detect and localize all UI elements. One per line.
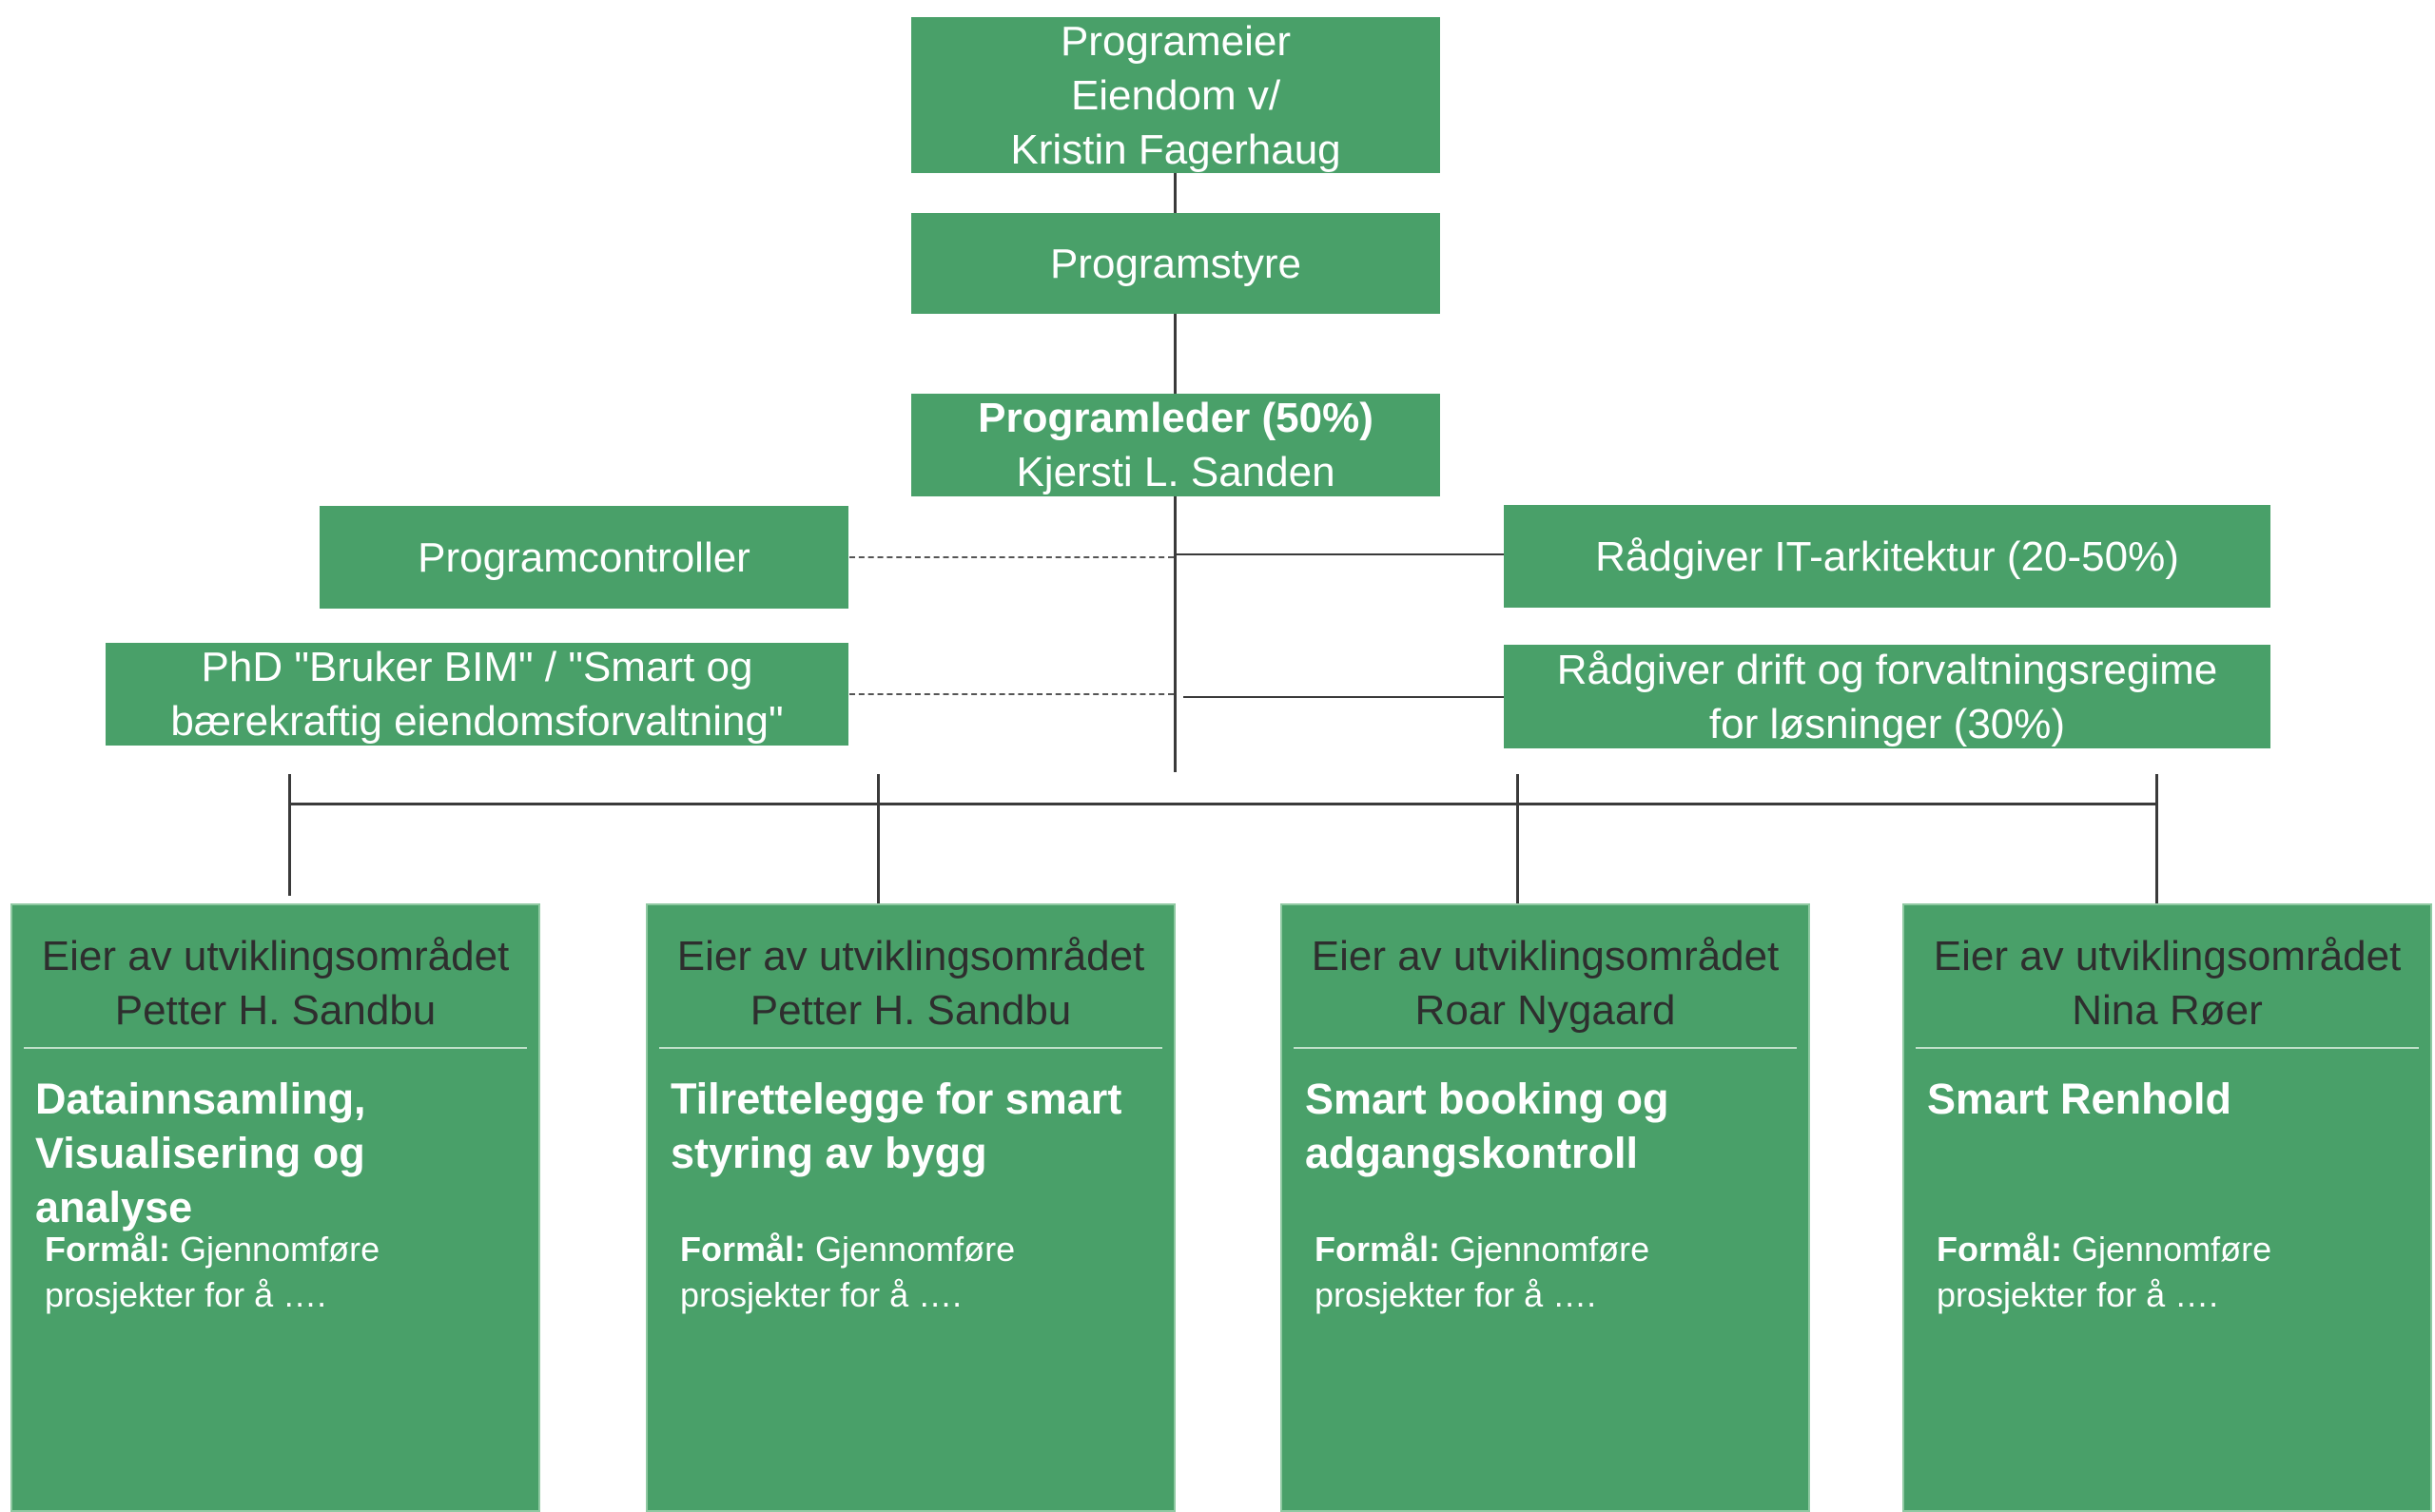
area-purpose-text-1: Gjennomføre	[1440, 1230, 1650, 1269]
area-title: Smart Renhold	[1904, 1049, 2430, 1180]
ops-advisor-box: Rådgiver drift og forvaltningsregime for…	[1504, 645, 2270, 748]
area-purpose: Formål: Gjennomføre prosjekter for å ….	[648, 1227, 1174, 1318]
phd-line-2: bærekraftig eiendomsforvaltning"	[170, 698, 784, 745]
area-purpose-text-2: prosjekter for å ….	[45, 1275, 327, 1314]
area-title-line-2: Visualisering og analyse	[35, 1129, 365, 1231]
area-purpose-text-2: prosjekter for å ….	[1315, 1275, 1597, 1314]
program-owner-box: Programeier Eiendom v/ Kristin Fagerhaug	[911, 17, 1440, 173]
development-area-4: Eier av utviklingsområdet Nina Røer Smar…	[1902, 903, 2432, 1512]
area-title-line-2: adgangskontroll	[1305, 1129, 1639, 1177]
area-purpose-label: Formål:	[1315, 1230, 1441, 1269]
ops-advisor-line-2: for løsninger (30%)	[1708, 700, 2066, 747]
ops-advisor-line-1: Rådgiver drift og forvaltningsregime	[1556, 646, 2218, 693]
area-owner-label: Eier av utviklingsområdet	[1311, 933, 1780, 979]
area-divider	[24, 1047, 527, 1049]
area-divider	[1294, 1047, 1797, 1049]
area-purpose: Formål: Gjennomføre prosjekter for å ….	[12, 1227, 538, 1318]
program-board-label: Programstyre	[1049, 240, 1302, 287]
area-title: Datainnsamling, Visualisering og analyse	[12, 1049, 538, 1234]
area-owner-label: Eier av utviklingsområdet	[676, 933, 1145, 979]
area-title-line-1: Smart Renhold	[1927, 1075, 2232, 1123]
area-divider	[1916, 1047, 2419, 1049]
phd-box: PhD "Bruker BIM" / "Smart og bærekraftig…	[106, 643, 848, 746]
connector-horizontal-bus	[289, 803, 2158, 805]
connector-area-2	[877, 774, 880, 903]
area-purpose: Formål: Gjennomføre prosjekter for å ….	[1904, 1227, 2430, 1318]
connector-area-4	[2155, 774, 2158, 903]
area-purpose: Formål: Gjennomføre prosjekter for å ….	[1282, 1227, 1808, 1318]
development-area-2: Eier av utviklingsområdet Petter H. Sand…	[646, 903, 1176, 1512]
area-purpose-text-1: Gjennomføre	[2062, 1230, 2272, 1269]
area-purpose-text-1: Gjennomføre	[170, 1230, 380, 1269]
area-title-line-1: Datainnsamling,	[35, 1075, 366, 1123]
it-advisor-label: Rådgiver IT-arkitektur (20-50%)	[1595, 533, 2179, 580]
area-title-line-2	[1927, 1126, 2407, 1180]
area-title-line-1: Smart booking og	[1305, 1075, 1669, 1123]
area-owner: Eier av utviklingsområdet Roar Nygaard	[1282, 905, 1808, 1037]
area-owner-label: Eier av utviklingsområdet	[41, 933, 510, 979]
area-divider	[659, 1047, 1162, 1049]
program-leader-name: Kjersti L. Sanden	[1016, 449, 1335, 495]
program-owner-line-2: Eiendom v/	[1070, 71, 1281, 119]
area-purpose-label: Formål:	[1937, 1230, 2063, 1269]
phd-line-1: PhD "Bruker BIM" / "Smart og	[201, 644, 753, 690]
connector-area-1	[288, 774, 291, 896]
program-controller-box: Programcontroller	[320, 506, 848, 609]
program-board-box: Programstyre	[911, 213, 1440, 314]
area-owner: Eier av utviklingsområdet Petter H. Sand…	[648, 905, 1174, 1037]
connector-it-advisor	[1176, 553, 1504, 555]
area-title: Smart booking og adgangskontroll	[1282, 1049, 1808, 1180]
area-owner-name: Petter H. Sandbu	[114, 987, 437, 1034]
dashed-connector-controller	[849, 556, 1174, 558]
it-advisor-box: Rådgiver IT-arkitektur (20-50%)	[1504, 505, 2270, 608]
area-owner: Eier av utviklingsområdet Petter H. Sand…	[12, 905, 538, 1037]
connector-owner-board	[1174, 173, 1177, 213]
development-area-1: Eier av utviklingsområdet Petter H. Sand…	[10, 903, 540, 1512]
area-purpose-label: Formål:	[680, 1230, 807, 1269]
area-title-line-1: Tilrettelegge for smart	[671, 1075, 1122, 1123]
connector-area-3	[1516, 774, 1519, 903]
area-owner-name: Roar Nygaard	[1414, 987, 1676, 1034]
area-purpose-text-2: prosjekter for å ….	[680, 1275, 963, 1314]
area-owner-name: Petter H. Sandbu	[750, 987, 1072, 1034]
program-controller-label: Programcontroller	[418, 533, 750, 581]
area-owner-name: Nina Røer	[2072, 987, 2263, 1034]
area-title-line-2: styring av bygg	[671, 1129, 987, 1177]
development-area-3: Eier av utviklingsområdet Roar Nygaard S…	[1280, 903, 1810, 1512]
program-leader-title: Programleder (50%)	[978, 395, 1373, 441]
area-purpose-label: Formål:	[45, 1230, 171, 1269]
area-owner-label: Eier av utviklingsområdet	[1933, 933, 2402, 979]
program-owner-line-3: Kristin Fagerhaug	[1010, 126, 1341, 173]
program-leader-box: Programleder (50%) Kjersti L. Sanden	[911, 394, 1440, 496]
connector-ops-advisor	[1183, 696, 1504, 698]
area-purpose-text-2: prosjekter for å ….	[1937, 1275, 2219, 1314]
area-purpose-text-1: Gjennomføre	[806, 1230, 1016, 1269]
connector-board-leader	[1174, 314, 1177, 394]
area-title: Tilrettelegge for smart styring av bygg	[648, 1049, 1174, 1180]
area-owner: Eier av utviklingsområdet Nina Røer	[1904, 905, 2430, 1037]
program-owner-line-1: Programeier	[1060, 17, 1292, 65]
connector-leader-trunk	[1174, 496, 1177, 772]
dashed-connector-phd	[849, 693, 1174, 695]
